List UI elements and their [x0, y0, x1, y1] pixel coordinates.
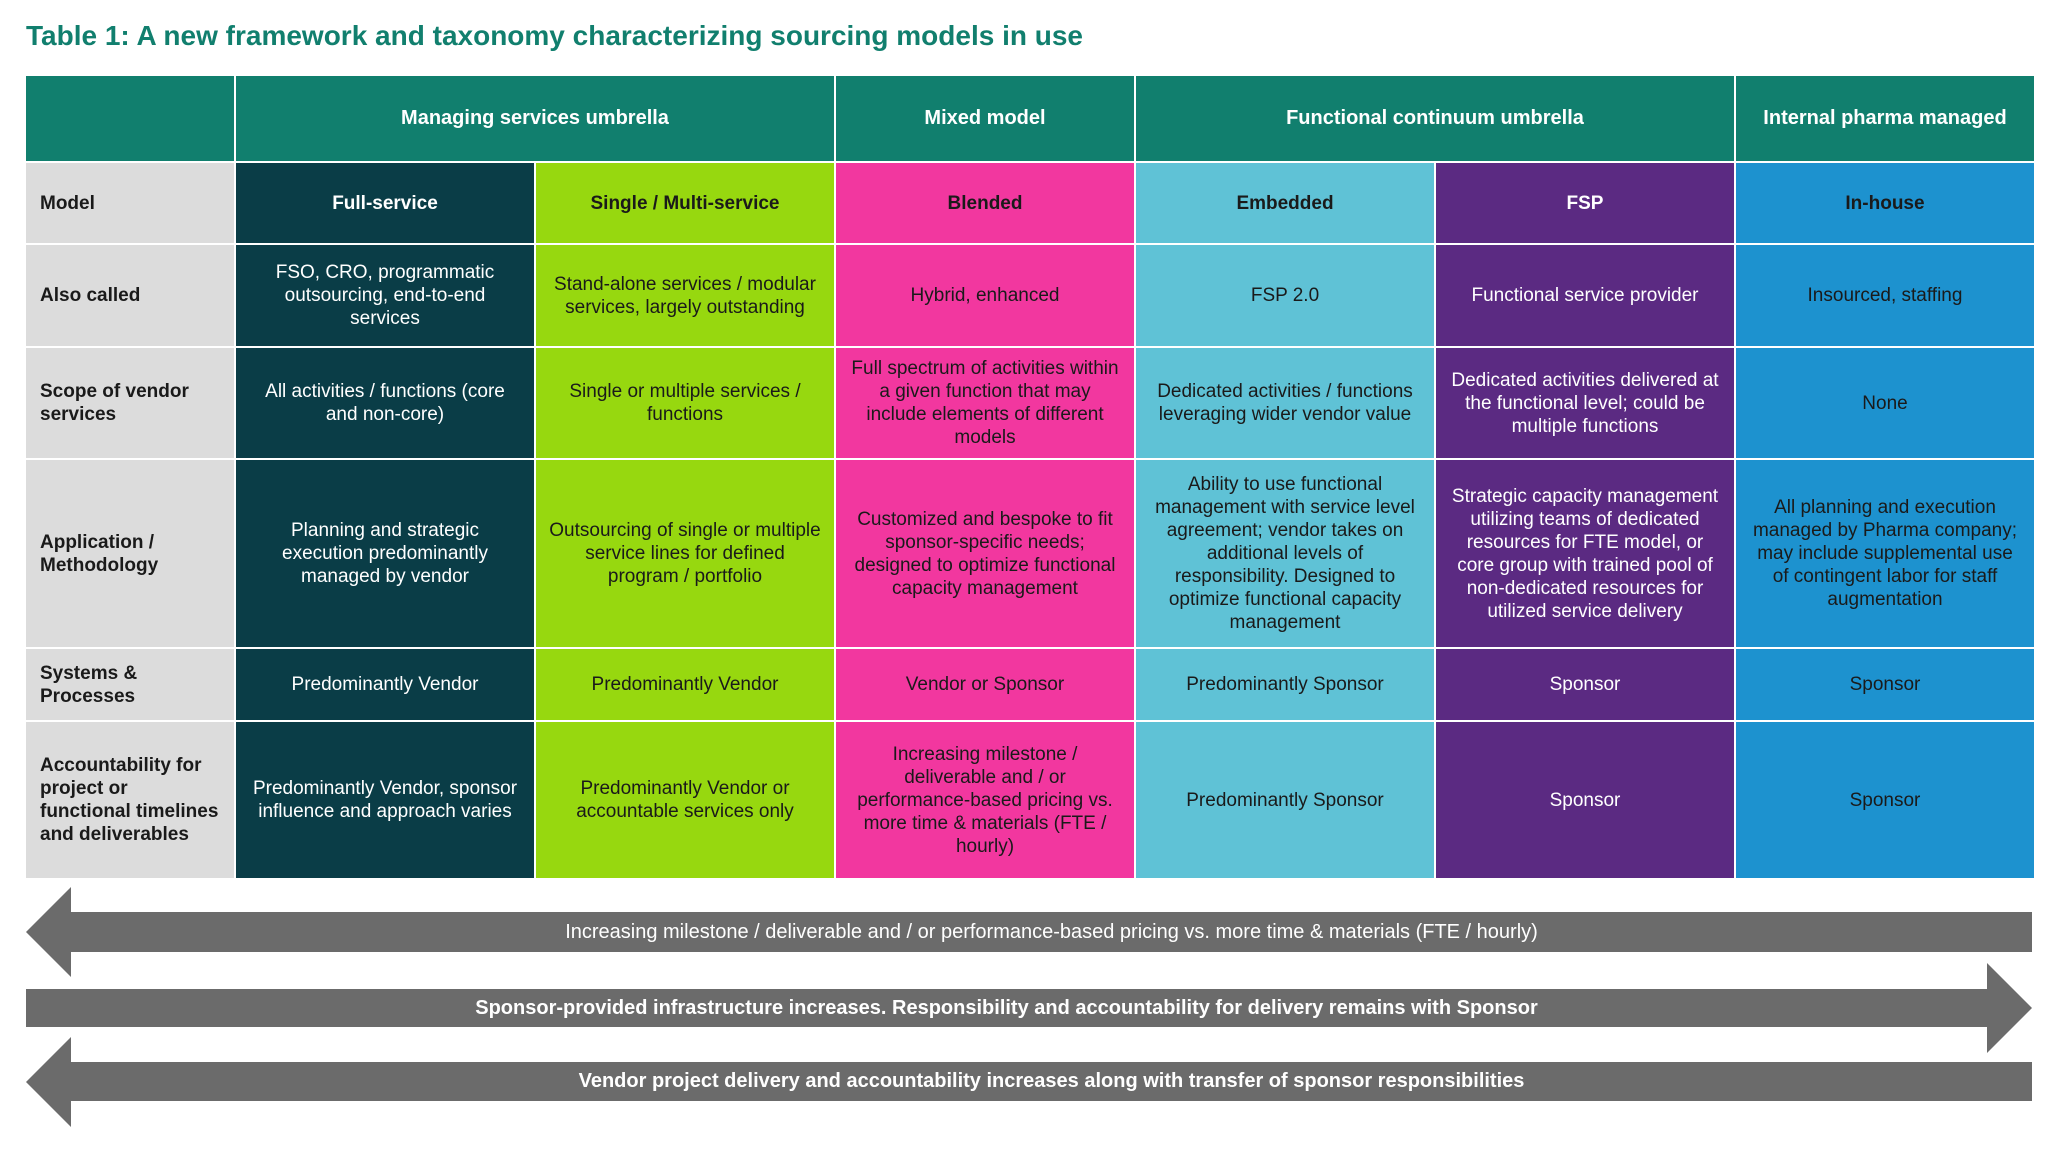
systems-cell: Sponsor	[1736, 649, 2034, 720]
application-cell: Ability to use functional management wit…	[1136, 460, 1434, 647]
application-cell: Customized and bespoke to fit sponsor-sp…	[836, 460, 1134, 647]
scope-cell: Full spectrum of activities within a giv…	[836, 348, 1134, 458]
scope-cell: None	[1736, 348, 2034, 458]
also-called-cell: FSO, CRO, programmatic outsourcing, end-…	[236, 245, 534, 346]
row-label-model: Model	[26, 163, 234, 243]
scope-cell: Dedicated activities / functions leverag…	[1136, 348, 1434, 458]
model-embedded: Embedded	[1136, 163, 1434, 243]
accountability-cell: Sponsor	[1736, 722, 2034, 878]
arrow-label-pricing: Increasing milestone / deliverable and /…	[565, 920, 1538, 943]
header-corner	[26, 76, 234, 161]
accountability-cell: Sponsor	[1436, 722, 1734, 878]
umbrella-mixed-model: Mixed model	[836, 76, 1134, 161]
also-called-cell: Hybrid, enhanced	[836, 245, 1134, 346]
model-in-house: In-house	[1736, 163, 2034, 243]
also-called-cell: Stand-alone services / modular services,…	[536, 245, 834, 346]
page-title: Table 1: A new framework and taxonomy ch…	[26, 20, 1083, 51]
accountability-cell: Increasing milestone / deliverable and /…	[836, 722, 1134, 878]
accountability-cell: Predominantly Sponsor	[1136, 722, 1434, 878]
umbrella-internal-pharma: Internal pharma managed	[1736, 76, 2034, 161]
model-blended: Blended	[836, 163, 1134, 243]
model-single-multi-service: Single / Multi-service	[536, 163, 834, 243]
scope-cell: Single or multiple services / functions	[536, 348, 834, 458]
scope-cell: All activities / functions (core and non…	[236, 348, 534, 458]
systems-cell: Predominantly Vendor	[536, 649, 834, 720]
application-cell: All planning and execution managed by Ph…	[1736, 460, 2034, 647]
systems-cell: Predominantly Vendor	[236, 649, 534, 720]
systems-cell: Sponsor	[1436, 649, 1734, 720]
also-called-cell: Insourced, staffing	[1736, 245, 2034, 346]
application-cell: Strategic capacity management utilizing …	[1436, 460, 1734, 647]
systems-cell: Predominantly Sponsor	[1136, 649, 1434, 720]
row-label-accountability: Accountability for project or functional…	[26, 722, 234, 878]
accountability-cell: Predominantly Vendor or accountable serv…	[536, 722, 834, 878]
row-label-application: Application / Methodology	[26, 460, 234, 647]
row-label-scope: Scope of vendor services	[26, 348, 234, 458]
row-label-also-called: Also called	[26, 245, 234, 346]
umbrella-managing-services: Managing services umbrella	[236, 76, 834, 161]
model-full-service: Full-service	[236, 163, 534, 243]
also-called-cell: FSP 2.0	[1136, 245, 1434, 346]
model-fsp: FSP	[1436, 163, 1734, 243]
arrow-label-sponsor-infrastructure: Sponsor-provided infrastructure increase…	[475, 996, 1538, 1019]
scope-cell: Dedicated activities delivered at the fu…	[1436, 348, 1734, 458]
arrow-label-vendor-delivery: Vendor project delivery and accountabili…	[578, 1070, 1525, 1092]
application-cell: Planning and strategic execution predomi…	[236, 460, 534, 647]
row-label-systems: Systems & Processes	[26, 649, 234, 720]
accountability-cell: Predominantly Vendor, sponsor influence …	[236, 722, 534, 878]
also-called-cell: Functional service provider	[1436, 245, 1734, 346]
umbrella-functional-continuum: Functional continuum umbrella	[1136, 76, 1734, 161]
systems-cell: Vendor or Sponsor	[836, 649, 1134, 720]
application-cell: Outsourcing of single or multiple servic…	[536, 460, 834, 647]
sourcing-models-table: Managing services umbrella Mixed model F…	[26, 76, 2034, 878]
